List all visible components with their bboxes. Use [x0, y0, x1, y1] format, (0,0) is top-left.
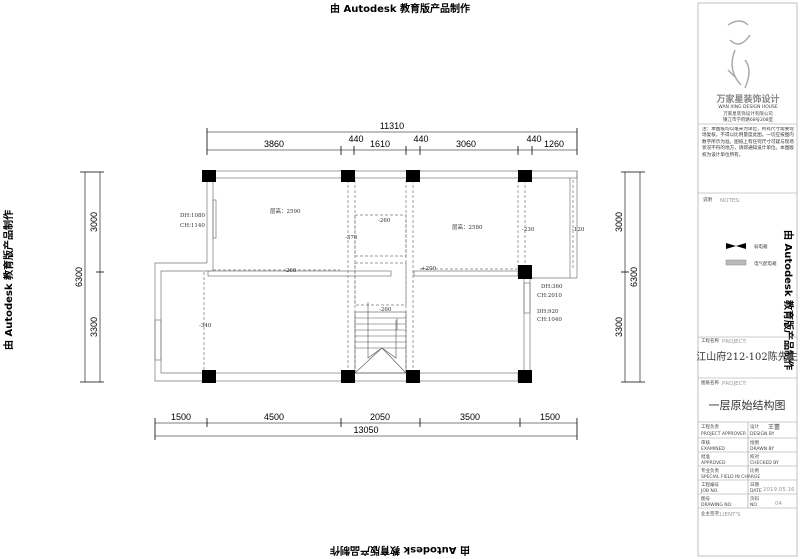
row-label: 设计: [750, 423, 759, 430]
drawing-label: 图纸名称: [701, 379, 719, 386]
dim-top-total: 11310: [380, 121, 404, 131]
drawing-name: 一层原始结构图: [709, 398, 786, 412]
level-mark: +200: [421, 266, 437, 272]
dim-top: 440: [348, 134, 363, 144]
project-name: 江山府212-102陈先生: [696, 350, 798, 363]
title-block-rows: 工程负责 PROJECT APPROVER 设计 DESIGN BY 王蕾 审核…: [700, 423, 795, 508]
row-label: DRAWN BY: [750, 446, 774, 452]
row-label: CHECKED BY: [750, 460, 779, 466]
row-label: 页码: [750, 495, 759, 502]
level-mark: -260: [378, 218, 391, 224]
opening-dh: DH:360: [541, 284, 563, 290]
opening-ch: CH:2010: [537, 293, 562, 299]
dim-top: 440: [413, 134, 428, 144]
row-label: 比例: [750, 467, 759, 474]
dim-bottom: 1500: [540, 412, 560, 422]
row-label: DESIGN BY: [750, 431, 775, 437]
title-block-frame: [697, 2, 798, 557]
walls: [154, 170, 578, 382]
room-height-label: 层高：2580: [452, 223, 483, 231]
company-en: WAN XING DESIGN HOUSE: [718, 104, 778, 110]
opening-ch: CH:1140: [180, 223, 205, 229]
client-en: CLIENT'S: [716, 512, 741, 518]
level-mark: -370: [345, 235, 358, 241]
staircase: [354, 302, 407, 374]
dim-right: 3000: [614, 212, 624, 232]
row-label: DATE: [750, 488, 762, 494]
designer-value: 王蕾: [768, 423, 780, 431]
dim-bottom: 1500: [171, 412, 191, 422]
opening-dh: DH:1080: [180, 213, 206, 219]
dimension-lines: [80, 128, 645, 440]
project-label: 工程名称: [701, 337, 719, 344]
drawing-en: PROJECT:: [722, 381, 747, 387]
dim-left: 3300: [89, 317, 99, 337]
window: [212, 199, 217, 239]
opening-dh: DH:920: [537, 309, 559, 315]
watermark-left: 由 Autodesk 教育版产品制作: [2, 210, 15, 350]
row-label: 审核: [701, 439, 710, 446]
level-mark: -120: [572, 227, 585, 233]
notes-en: NOTES:: [720, 198, 741, 204]
row-label: 专业负责: [701, 467, 719, 474]
opening-ch: CH:1040: [537, 317, 562, 323]
company-name: 万家星装饰设计有限公司: [723, 110, 773, 117]
legend-label: 电气配电箱: [754, 260, 777, 267]
window: [154, 319, 162, 361]
watermark-top: 由 Autodesk 教育版产品制作: [330, 2, 470, 15]
room-height-label: 层高：2590: [270, 207, 301, 215]
row-label: NO.: [750, 502, 758, 508]
window: [523, 282, 531, 314]
dim-right: 3300: [614, 317, 624, 337]
level-mark: -260: [379, 307, 392, 313]
row-label: 校对: [750, 453, 759, 460]
row-label: DRAWING NO.: [701, 502, 732, 508]
dim-left-total: 6300: [74, 267, 84, 287]
dim-top: 440: [526, 134, 541, 144]
row-label: EXAMINED: [701, 446, 725, 452]
row-label: 图号: [701, 496, 710, 502]
dim-top: 3860: [264, 139, 284, 149]
disclaimer-note: 注：本图纸均以毫米为单位，所有尺寸需要现场复核，不得以比例量度此图。一切应按图内…: [702, 127, 794, 158]
notes-label: 说明: [703, 196, 712, 203]
level-mark: -260: [284, 268, 297, 274]
row-label: 工程编号: [701, 481, 719, 488]
dim-top: 1260: [544, 139, 564, 149]
dim-bottom: 2050: [370, 412, 390, 422]
dim-right-total: 6300: [629, 267, 639, 287]
distribution-box-icon: [725, 259, 747, 266]
dim-top: 1610: [370, 139, 390, 149]
row-label: 绘图: [750, 439, 759, 446]
company-address: 镇江市学府路68号208室: [723, 116, 774, 123]
page-number-value: 04: [775, 501, 782, 507]
watermark-bottom: 由 Autodesk 教育版产品制作: [330, 544, 470, 557]
dim-bottom: 4500: [264, 412, 284, 422]
strong-electric-box-icon: [726, 243, 746, 249]
watermark-right: 由 Autodesk 教育版产品制作: [782, 230, 795, 370]
row-label: 工程负责: [701, 423, 719, 430]
dim-top: 3060: [456, 139, 476, 149]
row-label: APPROVED: [701, 460, 726, 466]
date-value: 2019.05.16: [763, 487, 795, 493]
client-label: 业主签字: [701, 510, 719, 517]
company-logo-icon: [727, 20, 751, 89]
row-label: SPECIAL FIELD IN CHARGE: [701, 474, 760, 480]
row-label: 批准: [701, 453, 710, 460]
dim-bottom-total: 13050: [353, 425, 378, 435]
company-logo-text: 万家星装饰设计: [715, 93, 779, 105]
project-en: PROJECT:: [722, 339, 747, 345]
dim-bottom: 3500: [460, 412, 480, 422]
row-label: PROJECT APPROVER: [701, 431, 746, 437]
legend-label: 弱电箱: [754, 243, 768, 250]
dim-left: 3000: [89, 212, 99, 232]
level-mark: -230: [522, 227, 535, 233]
row-label: JOB NO.: [700, 488, 719, 494]
columns: [202, 170, 532, 383]
level-mark: -340: [199, 323, 212, 329]
row-label: 日期: [750, 482, 759, 488]
